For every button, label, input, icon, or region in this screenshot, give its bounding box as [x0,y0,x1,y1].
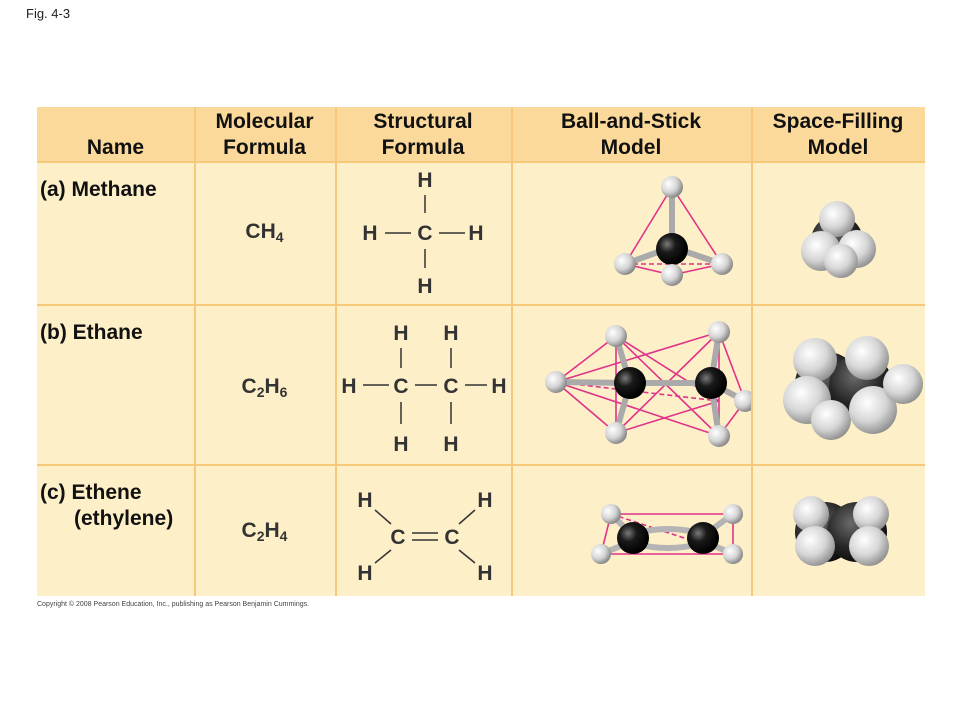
column-divider [511,107,513,596]
row-name-ethene: (c) Ethene (ethylene) [40,481,174,530]
hydrogen-atom [849,526,889,566]
hydrogen-atom [793,496,829,532]
space-filling-ethane [783,336,923,440]
molecular-formula-ethane: C2H6 [241,375,288,400]
atom-h: H [393,322,408,345]
atom-c: C [393,375,408,398]
hydrogen-atom [845,336,889,380]
hydrogen-atom [795,526,835,566]
space-filling-ethene [793,496,889,566]
hydrogen-atom [614,253,636,275]
molecular-formula-ethene: C2H4 [241,519,288,544]
structural-formula-ethane: H H H C C H H H [341,322,506,456]
ball-and-stick-methane [614,176,733,286]
header-band [37,107,925,161]
hydrogen-atom [849,386,897,434]
atom-h: H [477,489,492,512]
carbon-atom [617,522,649,554]
atom-h: H [417,169,432,192]
hydrogen-atom [661,176,683,198]
hydrogen-atom [734,390,751,412]
hydrogen-atom [723,504,743,524]
atom-h: H [341,375,356,398]
hydrogen-atom [824,244,858,278]
header-name: Name [86,136,145,159]
hydrogen-atom [811,400,851,440]
hydrogen-atom [545,371,567,393]
hydrogen-atom [591,544,611,564]
column-divider [335,107,337,596]
row-divider [37,304,925,306]
space-filling-methane [801,201,876,278]
carbon-atom [656,233,688,265]
column-divider [194,107,196,596]
hydrogen-atom [661,264,683,286]
structural-formula-methane: H C H H H [362,169,483,298]
atom-c: C [390,526,405,549]
row-divider [37,464,925,466]
atom-c: C [444,526,459,549]
hydrogen-atom [605,422,627,444]
row-divider [37,161,925,163]
atom-c: C [417,222,432,245]
atom-h: H [491,375,506,398]
atom-h: H [393,433,408,456]
atom-h: H [357,489,372,512]
atom-h: H [443,433,458,456]
ball-and-stick-ethane [545,321,751,447]
hydrogen-atom [853,496,889,532]
atom-h: H [468,222,483,245]
hydrogen-atom [883,364,923,404]
hydrogen-atom [723,544,743,564]
atom-c: C [443,375,458,398]
atom-h: H [443,322,458,345]
carbon-atom [687,522,719,554]
carbon-atom [614,367,646,399]
hydrogen-atom [708,425,730,447]
ball-and-stick-ethene [591,504,743,564]
hydrogen-atom [711,253,733,275]
hydrogen-atom [601,504,621,524]
row-name-ethane: (b) Ethane [40,321,143,344]
atom-h: H [357,562,372,585]
molecular-formula-methane: CH4 [245,220,284,245]
structural-formula-ethene: H H C C H H [357,489,492,585]
hydrogen-atom [793,338,837,382]
atom-h: H [477,562,492,585]
hydrogen-atom [708,321,730,343]
atom-h: H [417,275,432,298]
hydrogen-atom [605,325,627,347]
hydrogen-atom [819,201,855,237]
row-name-methane: (a) Methane [40,178,157,201]
copyright-notice: Copyright © 2008 Pearson Education, Inc.… [37,601,310,608]
figure-label: Fig. 4-3 [26,6,71,21]
carbon-atom [695,367,727,399]
atom-h: H [362,222,377,245]
column-divider [751,107,753,596]
